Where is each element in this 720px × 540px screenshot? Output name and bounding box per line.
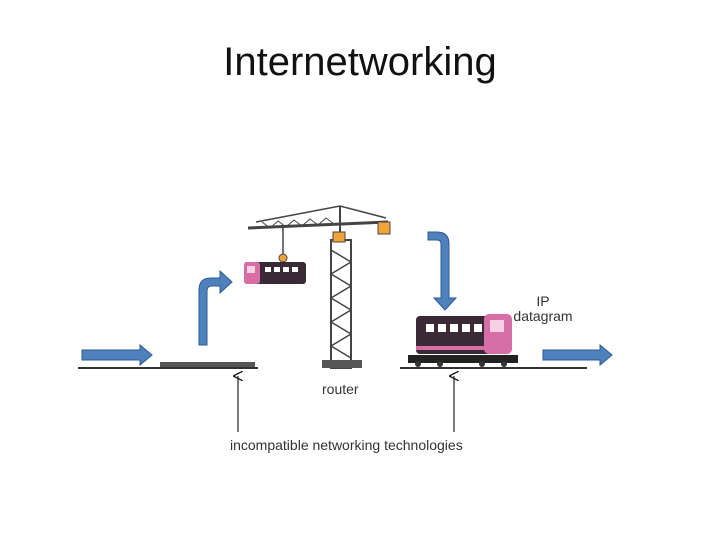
lifted-railcar-icon — [244, 262, 306, 284]
ip-label-line1: IP — [536, 293, 550, 309]
outgoing-arrow-icon — [542, 343, 613, 367]
crane-router-icon — [247, 205, 391, 369]
slide-title: Internetworking — [223, 40, 497, 84]
ip-label-line2: datagram — [513, 308, 573, 324]
left-track — [78, 362, 258, 369]
right-track — [400, 355, 587, 369]
set-down-arrow-icon — [427, 231, 458, 311]
ip-datagram-label: IP datagram — [510, 294, 576, 324]
incoming-arrow-icon — [81, 343, 153, 367]
lift-up-arrow-icon — [198, 269, 233, 346]
router-label: router — [322, 381, 359, 397]
incompatible-technologies-label: incompatible networking technologies — [230, 437, 463, 453]
ip-datagram-railcar-icon — [416, 314, 512, 354]
